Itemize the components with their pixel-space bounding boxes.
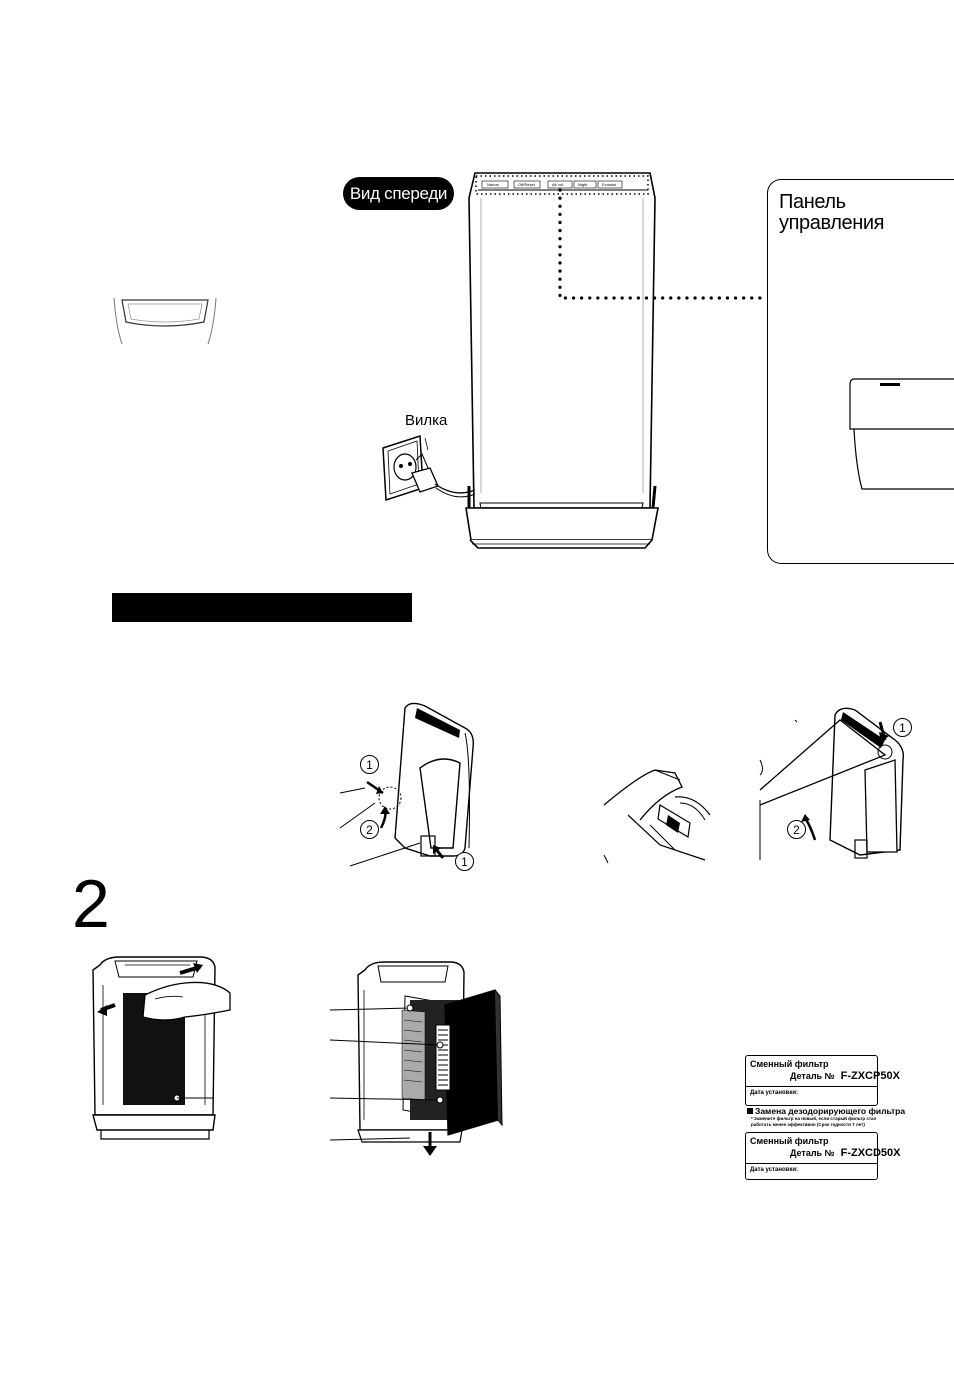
deodorizing-note-heading: Замена дезодорирующего фильтра xyxy=(747,1106,905,1116)
panel-button: Econavi xyxy=(602,182,617,187)
section-heading-bar xyxy=(112,593,412,622)
control-panel-callout xyxy=(767,179,954,564)
panel-button: Night xyxy=(578,182,588,187)
panel-window-sketch xyxy=(113,297,217,345)
purifier-side-panel-removal xyxy=(339,702,475,867)
top-panel-buttons: Nanoe Off/Reset Air vol. Night Econavi xyxy=(482,180,648,190)
step-number: 2 xyxy=(72,866,110,942)
filter-card-1-title: Сменный фильтр xyxy=(750,1059,829,1069)
control-panel-leader xyxy=(558,188,769,300)
control-panel-title-line2: управления xyxy=(779,212,885,234)
deodorizing-note-subtext: * Замените фильтр на новый, если старый … xyxy=(751,1116,877,1127)
filter-card-1-part-number: F-ZXCP50X xyxy=(840,1070,900,1082)
purifier-front-view xyxy=(382,172,659,549)
marker-1: 1 xyxy=(360,755,379,774)
marker-2: 2 xyxy=(360,820,379,839)
panel-button: Nanoe xyxy=(487,182,499,187)
filter-card-2-date: Дата установки: xyxy=(750,1167,799,1173)
control-panel-title: Панель управления xyxy=(779,192,884,234)
control-panel-closeup xyxy=(849,378,954,490)
rear-view-filter-removal xyxy=(92,956,231,1140)
panel-button: Air vol. xyxy=(552,182,565,187)
latch-closeup xyxy=(603,769,711,864)
divider xyxy=(746,1163,877,1164)
square-bullet-icon xyxy=(747,1108,753,1114)
marker-1: 1 xyxy=(455,852,474,871)
plug-label: Вилка xyxy=(405,412,448,429)
panel-button: Off/Reset xyxy=(518,182,535,187)
marker-2: 2 xyxy=(787,820,806,839)
control-panel-title-line1: Панель xyxy=(779,191,846,213)
deodorizing-note: Замена дезодорирующего фильтра * Заменит… xyxy=(747,1106,905,1127)
filter-card-1-date: Дата установки: xyxy=(750,1090,799,1096)
filter-card-2-part-number: F-ZXCD50X xyxy=(840,1147,901,1159)
marker-1: 1 xyxy=(893,718,912,737)
front-view-label: Вид спереди xyxy=(343,177,454,210)
divider xyxy=(746,1086,877,1087)
filter-card-2-title: Сменный фильтр xyxy=(750,1136,829,1146)
purifier-lift-panel xyxy=(759,707,905,860)
filter-exploded-view xyxy=(329,961,503,1156)
